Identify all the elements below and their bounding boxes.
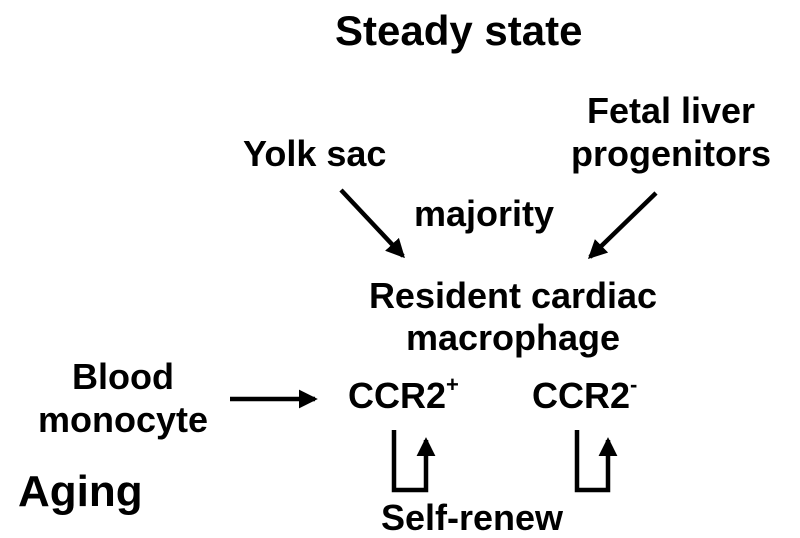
ccr2-positive-base: CCR2 [348,375,447,416]
yolk-sac-arrow [339,188,405,259]
fetal-liver-arrow [587,191,658,259]
self-renew-label: Self-renew [381,497,564,538]
resident-line1: Resident cardiac [368,275,658,316]
diagram-title: Steady state [335,7,583,54]
ccr2-positive-sup: + [446,372,459,397]
ccr2-negative-label: CCR2- [532,374,637,416]
self-renew-loop-ccr2-negative [574,430,618,493]
fetal-liver-line1: Fetal liver [586,90,756,131]
yolk-sac-label: Yolk sac [243,133,387,174]
ccr2-positive-label: CCR2+ [348,374,459,416]
fetal-liver-progenitors-label: Fetal liver progenitors [540,89,800,175]
majority-label: majority [414,193,555,234]
ccr2-negative-sup: - [630,372,638,397]
blood-line2: monocyte [37,399,209,441]
blood-line1: Blood [72,356,174,397]
ccr2-negative-base: CCR2 [532,375,631,416]
aging-label: Aging [18,467,143,516]
blood-monocyte-label: Blood monocyte [20,355,226,441]
self-renew-loop-ccr2-positive [391,430,436,493]
fetal-liver-line2: progenitors [570,133,771,175]
resident-cardiac-macrophage-label: Resident cardiac macrophage [316,275,710,360]
resident-line2: macrophage [405,317,621,359]
